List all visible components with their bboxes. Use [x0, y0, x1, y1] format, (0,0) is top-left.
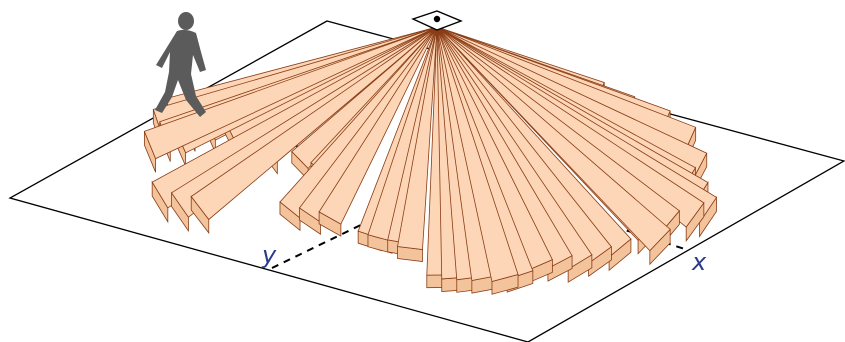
walking-person-icon: [155, 12, 206, 117]
sensor-beams: [143, 26, 718, 295]
sensor-beam: [436, 26, 519, 283]
sensor-device-icon: [411, 10, 463, 31]
sensor-beam: [397, 26, 438, 250]
sensor-beam: [436, 26, 671, 252]
sensor-beam: [190, 26, 438, 221]
sensor-beam: [318, 26, 438, 225]
y-axis-label: y: [261, 241, 277, 269]
x-axis-label: x: [691, 248, 707, 276]
sensor-beam: [143, 26, 438, 160]
